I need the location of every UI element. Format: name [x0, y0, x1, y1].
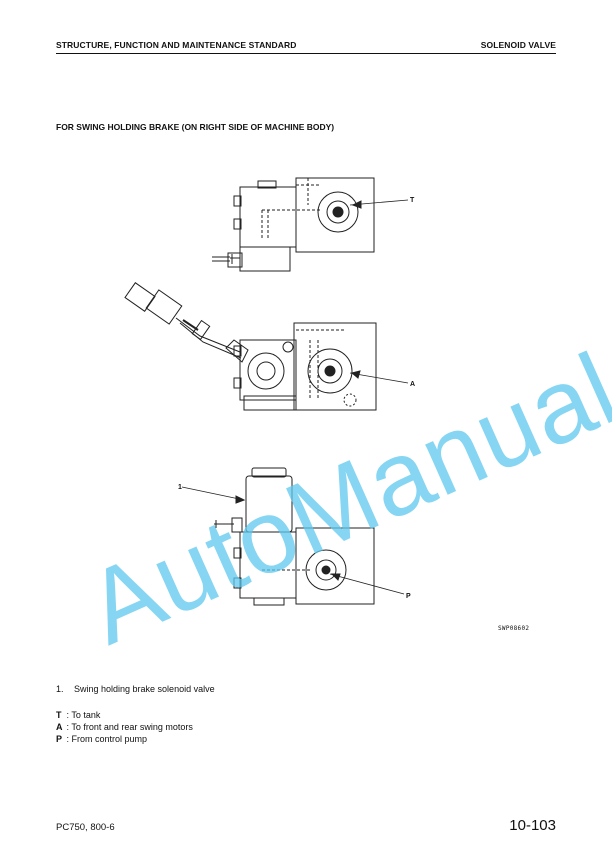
- callout-p: P: [406, 593, 411, 600]
- footer-model: PC750, 800-6: [56, 822, 115, 833]
- port-letter: A: [56, 722, 63, 732]
- middle-view: [124, 282, 409, 411]
- callout-t: T: [410, 197, 415, 204]
- header-rule: [56, 53, 556, 54]
- port-description: : To tank: [64, 710, 101, 720]
- port-letter: P: [56, 734, 63, 744]
- legend-text: Swing holding brake solenoid valve: [74, 684, 215, 694]
- footer-page-number: 10-103: [509, 817, 556, 834]
- port-letter: T: [56, 710, 62, 720]
- callout-1: 1: [178, 484, 182, 491]
- header-right-title: SOLENOID VALVE: [480, 40, 556, 50]
- port-description: : To front and rear swing motors: [64, 722, 193, 732]
- callout-a: A: [410, 381, 415, 388]
- port-description: : From control pump: [64, 734, 148, 744]
- legend-item: 1. Swing holding brake solenoid valve: [56, 684, 215, 694]
- port-key-t: T : To tank: [56, 710, 100, 720]
- section-title: FOR SWING HOLDING BRAKE (ON RIGHT SIDE O…: [56, 122, 335, 132]
- figure-code: SWP08602: [498, 625, 530, 632]
- bottom-view: [181, 467, 405, 606]
- port-key-p: P : From control pump: [56, 734, 147, 744]
- port-key-a: A : To front and rear swing motors: [56, 722, 193, 732]
- header-left-title: STRUCTURE, FUNCTION AND MAINTENANCE STAN…: [56, 40, 297, 50]
- top-view: [212, 177, 409, 272]
- page-header: STRUCTURE, FUNCTION AND MAINTENANCE STAN…: [56, 40, 556, 54]
- legend-number: 1.: [56, 684, 64, 694]
